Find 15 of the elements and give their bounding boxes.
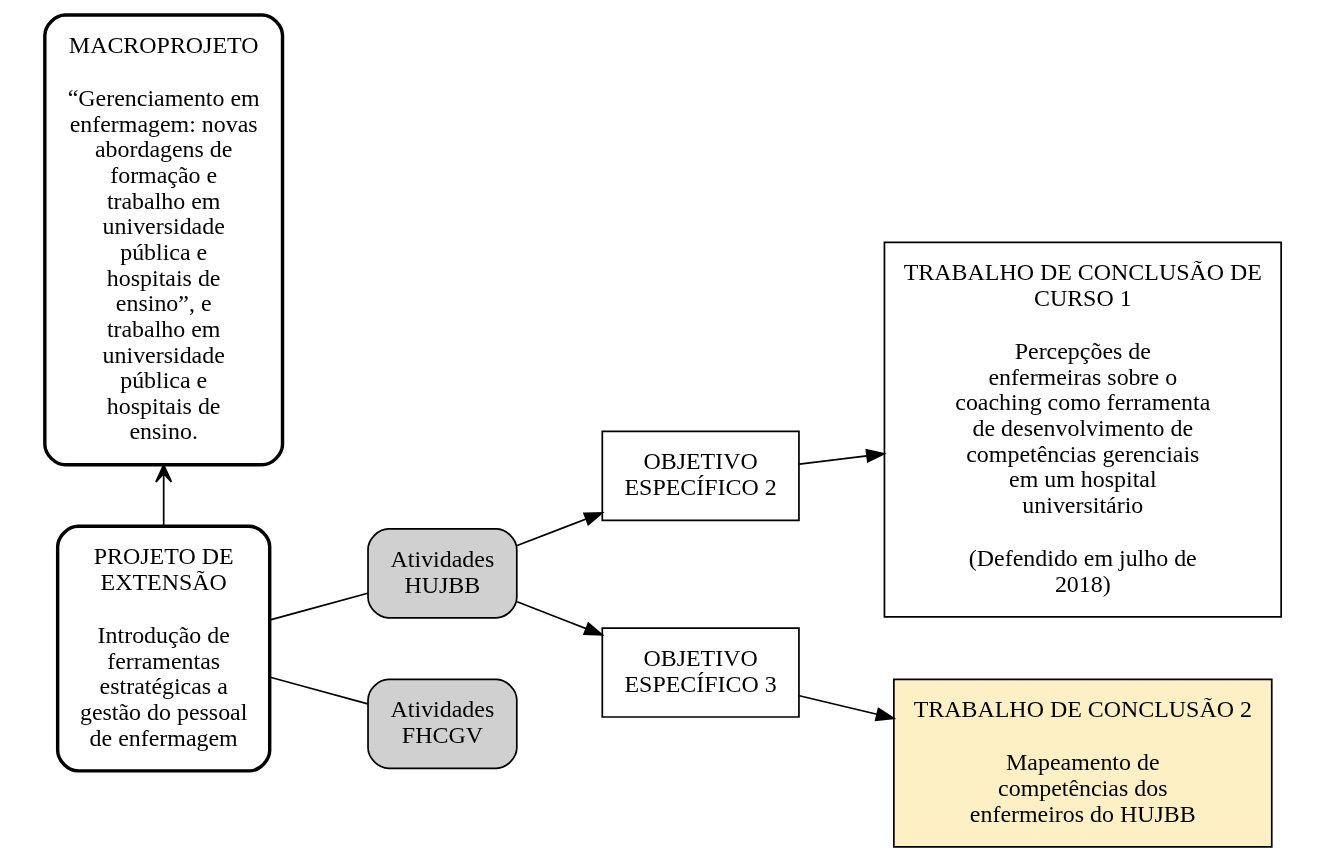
node-box: TRABALHO DE CONCLUSÃO 2 Mapeamento de competências dos enfermeiros do HUJBB bbox=[893, 678, 1273, 848]
node-box: Atividades HUJBB bbox=[367, 528, 518, 619]
arrow bbox=[798, 694, 897, 722]
connector bbox=[269, 592, 369, 621]
arrow bbox=[516, 600, 605, 636]
node-box: Atividades FHCGV bbox=[367, 678, 518, 770]
arrow bbox=[798, 448, 887, 465]
node-box: OBJETIVO ESPECÍFICO 3 bbox=[601, 627, 800, 718]
node-box: PROJETO DE EXTENSÃO Introdução de ferramentas estratégicas a gestão do pessoal de enfermagem bbox=[55, 524, 272, 773]
node-box: OBJETIVO ESPECÍFICO 2 bbox=[601, 430, 800, 522]
node-box: MACROPROJETO “Gerenciamento em enfermagem: novas abordagens de formação e trabalho em universidade pública e hospitais de ensino”, e trabalho em universidade pública e hospitais de ensino. bbox=[43, 13, 285, 467]
arrow bbox=[155, 464, 173, 527]
node-box: TRABALHO DE CONCLUSÃO DE CURSO 1 Percepções de enfermeiras sobre o coaching como ferramenta de desenvolvimento de competências gerenciais em um hospital universitário (Defendido em julho de 2018) bbox=[883, 241, 1282, 618]
arrow bbox=[516, 512, 605, 547]
connector bbox=[269, 676, 369, 705]
